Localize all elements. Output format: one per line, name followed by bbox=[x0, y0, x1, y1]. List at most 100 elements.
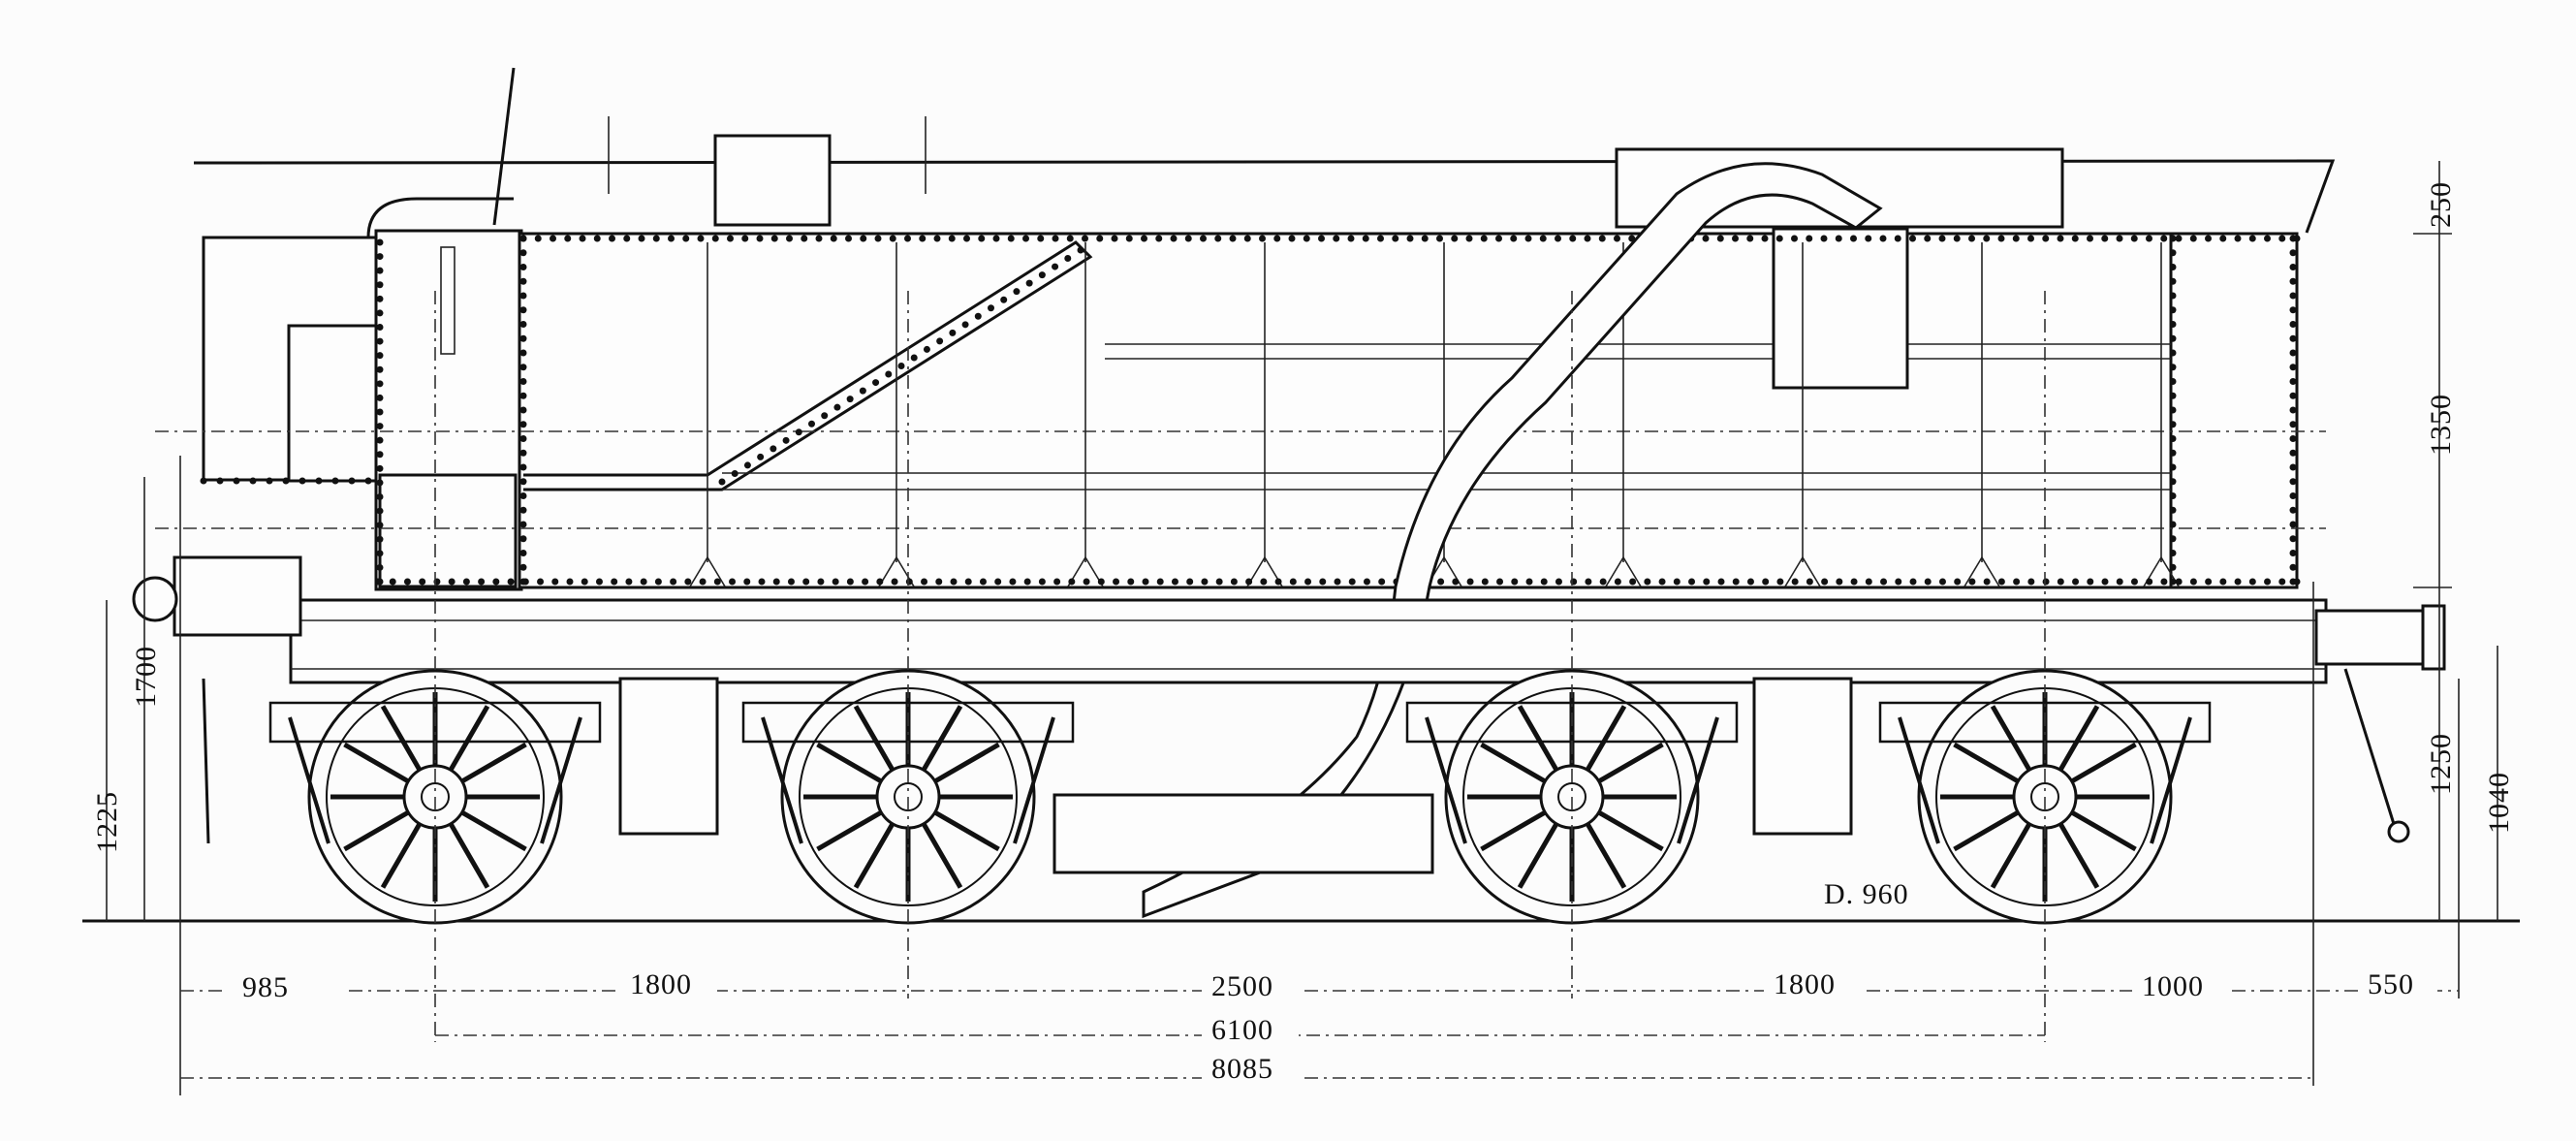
rivet bbox=[1865, 235, 1872, 242]
vertical-dimensions: 1225 1700 250 1350 1250 1040 bbox=[91, 161, 2515, 921]
rivet bbox=[564, 235, 572, 242]
rivet bbox=[833, 403, 841, 411]
rivet bbox=[2289, 435, 2297, 442]
rivet bbox=[2130, 235, 2138, 242]
rivet bbox=[2169, 521, 2177, 528]
rivet bbox=[376, 563, 384, 571]
rivet bbox=[1037, 235, 1045, 242]
rivet bbox=[507, 578, 515, 586]
rivet bbox=[519, 563, 527, 571]
rivet bbox=[315, 477, 323, 485]
rivet bbox=[2289, 506, 2297, 514]
rivet bbox=[519, 506, 527, 514]
rivet bbox=[1569, 235, 1577, 242]
rivet bbox=[623, 235, 631, 242]
rivet bbox=[403, 578, 411, 586]
rivet bbox=[593, 235, 601, 242]
rivet bbox=[1983, 578, 1991, 586]
rivet bbox=[376, 380, 384, 388]
rivet bbox=[233, 477, 240, 485]
rivet bbox=[1052, 235, 1059, 242]
rivet bbox=[2169, 463, 2177, 471]
dim-1800-front: 1800 bbox=[630, 968, 692, 1000]
rivet bbox=[1775, 235, 1783, 242]
rivet bbox=[1201, 578, 1209, 586]
rivet bbox=[652, 235, 660, 242]
delivery-chute bbox=[1142, 162, 1883, 919]
rivet bbox=[2289, 521, 2297, 528]
rivet bbox=[949, 329, 957, 336]
rivet bbox=[1097, 578, 1105, 586]
rivet bbox=[2289, 306, 2297, 314]
rivet bbox=[787, 578, 795, 586]
rivet bbox=[376, 550, 384, 557]
rivet bbox=[1436, 235, 1443, 242]
rear-buffer bbox=[2314, 604, 2446, 843]
rivet bbox=[1703, 578, 1711, 586]
rivet bbox=[994, 578, 1002, 586]
rivet bbox=[348, 477, 356, 485]
rivet bbox=[933, 235, 941, 242]
rivet bbox=[961, 321, 969, 329]
rivet bbox=[1658, 578, 1666, 586]
rivet bbox=[1406, 235, 1414, 242]
rivet bbox=[1924, 235, 1932, 242]
rivet bbox=[376, 535, 384, 543]
rivet bbox=[2027, 578, 2035, 586]
rivet bbox=[376, 507, 384, 515]
rivet bbox=[2289, 249, 2297, 257]
rivet bbox=[2169, 435, 2177, 442]
rivet bbox=[808, 420, 815, 428]
rivet bbox=[2169, 421, 2177, 428]
rivet bbox=[988, 304, 994, 312]
rivet bbox=[876, 578, 884, 586]
rivet bbox=[581, 578, 588, 586]
rivet bbox=[1746, 578, 1754, 586]
rivet bbox=[1243, 235, 1251, 242]
rivet bbox=[1909, 578, 1917, 586]
rivet bbox=[1053, 578, 1061, 586]
rivet bbox=[1716, 235, 1724, 242]
rivet bbox=[1584, 235, 1591, 242]
rivet bbox=[2146, 235, 2152, 242]
rivet bbox=[1421, 235, 1429, 242]
rivet bbox=[885, 370, 893, 378]
rivet bbox=[757, 453, 765, 460]
rivet bbox=[1451, 235, 1459, 242]
rivet bbox=[859, 387, 866, 395]
rivet bbox=[1673, 578, 1681, 586]
rivet bbox=[2289, 578, 2297, 586]
dim-1000: 1000 bbox=[2142, 970, 2204, 1002]
dim-1250: 1250 bbox=[2425, 733, 2457, 795]
rivet bbox=[550, 235, 556, 242]
rivet bbox=[376, 436, 384, 444]
rivet bbox=[1082, 235, 1088, 242]
rivet bbox=[1186, 578, 1194, 586]
rivet bbox=[1540, 578, 1548, 586]
rivet bbox=[2219, 578, 2227, 586]
rivet bbox=[910, 354, 918, 362]
rivet bbox=[758, 578, 766, 586]
rivet bbox=[1333, 235, 1340, 242]
rivet bbox=[1968, 578, 1976, 586]
rivet bbox=[1909, 235, 1916, 242]
axle-centre-lines bbox=[179, 291, 2460, 1095]
rivet bbox=[1821, 578, 1829, 586]
rivet bbox=[376, 352, 384, 360]
rivet bbox=[2248, 235, 2256, 242]
coal-bunker bbox=[193, 67, 2336, 234]
rivet bbox=[1879, 235, 1887, 242]
rivet bbox=[1938, 578, 1946, 586]
rivet bbox=[519, 378, 527, 385]
rivet bbox=[2248, 578, 2256, 586]
rivet bbox=[1524, 235, 1532, 242]
rivet bbox=[519, 306, 527, 314]
rivet bbox=[964, 578, 972, 586]
rivet bbox=[1452, 578, 1460, 586]
rivet bbox=[2205, 235, 2212, 242]
rivet bbox=[519, 550, 527, 556]
rivet bbox=[1013, 288, 1021, 296]
rivet bbox=[566, 578, 574, 586]
rivet bbox=[1555, 235, 1561, 242]
rivet bbox=[2169, 492, 2177, 499]
